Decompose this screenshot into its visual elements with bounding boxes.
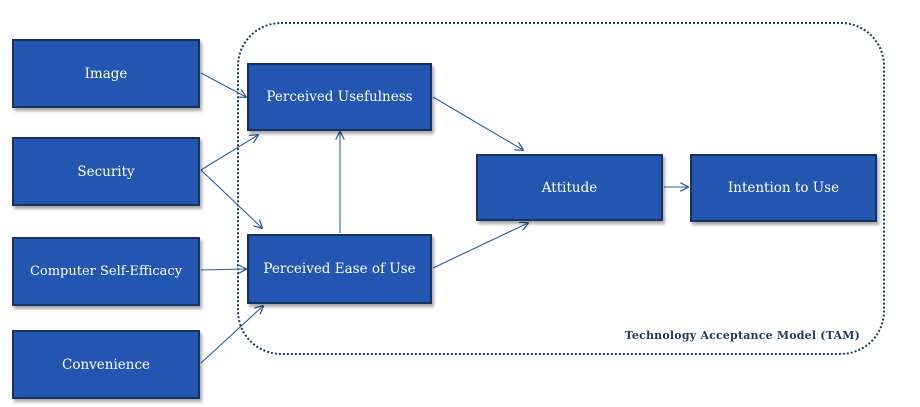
convenience-box: Convenience <box>12 330 200 399</box>
tam-label: Technology Acceptance Model (TAM) <box>624 329 860 342</box>
arrow-cse-to-peou <box>200 269 246 270</box>
intention-to-use-box: Intention to Use <box>690 154 877 222</box>
security-box: Security <box>12 137 200 206</box>
perceived-ease-of-use-box: Perceived Ease of Use <box>247 234 432 304</box>
arrow-image-to-pu <box>200 72 246 97</box>
arrow-peou-to-attitude <box>432 223 528 269</box>
tam-boundary <box>237 22 885 355</box>
arrow-security-to-peou <box>200 169 262 228</box>
computer-self-efficacy-box: Computer Self-Efficacy <box>12 237 200 306</box>
image-box: Image <box>12 39 200 108</box>
perceived-usefulness-box: Perceived Usefulness <box>247 63 432 131</box>
arrow-convenience-to-peou <box>200 306 263 364</box>
attitude-box: Attitude <box>476 154 663 221</box>
arrow-pu-to-attitude <box>432 96 523 150</box>
arrow-security-to-pu <box>200 135 258 171</box>
